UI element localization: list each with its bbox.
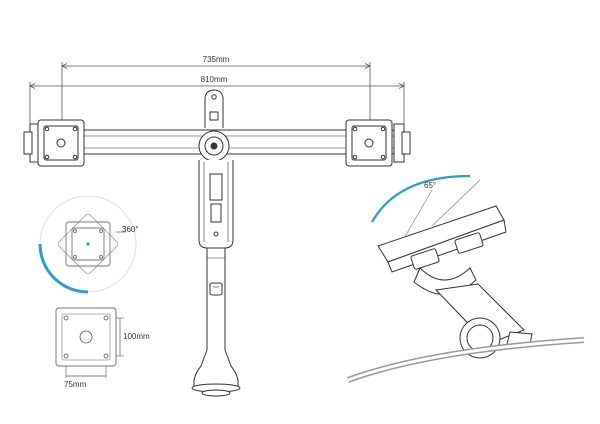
tilt-detail (346, 174, 585, 383)
rotation-arc (38, 243, 89, 294)
dimension-735 (61, 62, 371, 122)
desk-clamp (193, 349, 239, 389)
tilt-arc (371, 174, 471, 223)
tilt-angle-label: 65° (424, 181, 436, 190)
vesa-detail (55, 307, 124, 378)
rotation-angle-label: 360° (122, 225, 139, 234)
rotation-detail (38, 195, 137, 294)
arm-front-view (23, 89, 411, 397)
dimension-735-label: 735mm (203, 55, 230, 64)
pole-top-bolt-icon (211, 94, 217, 100)
lower-pole (206, 248, 226, 350)
vesa-height-label: 100mm (123, 332, 150, 341)
dimension-810-label: 810mm (201, 75, 228, 84)
vesa-width-label: 75mm (64, 380, 87, 389)
left-vesa-plate (23, 119, 85, 167)
rotation-center-dot (86, 242, 90, 246)
dimension-810 (29, 82, 405, 126)
right-vesa-plate (345, 119, 411, 167)
